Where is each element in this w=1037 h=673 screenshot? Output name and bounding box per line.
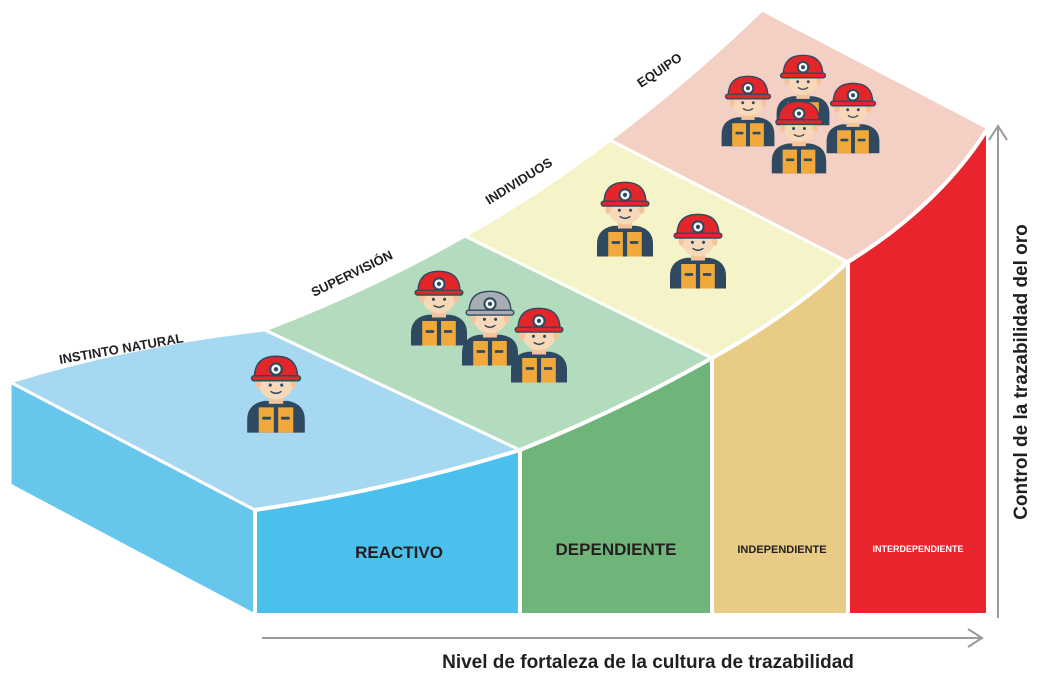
stage-4-front-face: [846, 121, 990, 617]
front-label-independiente: INDEPENDIENTE: [737, 544, 826, 556]
x-axis-label: Nivel de fortaleza de la cultura de traz…: [442, 652, 854, 673]
y-axis-label: Control de la trazabilidad del oro: [1011, 224, 1032, 520]
y-axis: [988, 124, 1008, 618]
top-label-equipo: EQUIPO: [634, 50, 684, 91]
x-axis: [262, 628, 984, 648]
front-label-interdependiente: INTERDEPENDIENTE: [872, 544, 963, 554]
front-label-reactivo: REACTIVO: [355, 543, 443, 562]
front-label-dependiente: DEPENDIENTE: [556, 540, 677, 559]
stage-individuos: [461, 138, 851, 617]
